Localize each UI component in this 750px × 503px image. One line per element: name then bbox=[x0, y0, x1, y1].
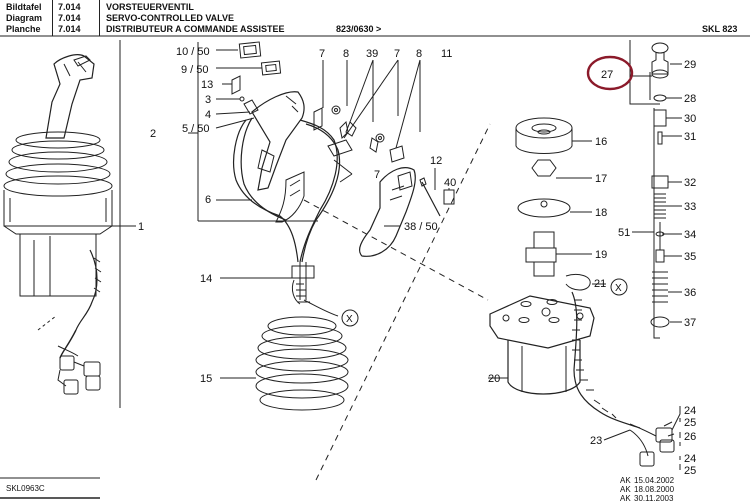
callout-15: 15 bbox=[200, 373, 212, 385]
callout-18: 18 bbox=[595, 207, 607, 219]
callout-9-50: 9 / 50 bbox=[181, 64, 209, 76]
callout-30: 30 bbox=[684, 113, 696, 125]
callout-13: 13 bbox=[201, 79, 213, 91]
callout-16: 16 bbox=[595, 136, 607, 148]
callout-33: 33 bbox=[684, 201, 696, 213]
callout-28: 28 bbox=[684, 93, 696, 105]
callout-25: 25 bbox=[684, 465, 696, 477]
callout-1: 1 bbox=[138, 221, 144, 233]
callout-8: 8 bbox=[416, 48, 422, 60]
callout-35: 35 bbox=[684, 251, 696, 263]
change-date: 15.04.2002 bbox=[634, 476, 675, 485]
callout-x: X bbox=[615, 283, 622, 294]
callout-8: 8 bbox=[343, 48, 349, 60]
callout-26: 26 bbox=[684, 431, 696, 443]
callout-14: 14 bbox=[200, 273, 212, 285]
highlight-circle bbox=[586, 55, 634, 91]
callout-19: 19 bbox=[595, 249, 607, 261]
callout-7: 7 bbox=[374, 169, 380, 181]
callout-3: 3 bbox=[205, 94, 211, 106]
callout-23: 23 bbox=[590, 435, 602, 447]
row-label: Diagram bbox=[6, 13, 43, 23]
callout-39: 39 bbox=[366, 48, 378, 60]
divider bbox=[99, 0, 100, 36]
callout-10-50: 10 / 50 bbox=[176, 46, 210, 58]
callout-4: 4 bbox=[205, 109, 211, 121]
callout-5-50: 5 / 50 bbox=[182, 123, 210, 135]
callout-7: 7 bbox=[394, 48, 400, 60]
change-tag: AK bbox=[620, 485, 631, 494]
callout-40: 40 bbox=[444, 177, 456, 189]
row-number: 7.014 bbox=[58, 13, 81, 23]
callout-20: 20 bbox=[488, 373, 500, 385]
title-block: Bildtafel 7.014 VORSTEUERVENTIL Diagram … bbox=[0, 0, 750, 36]
row-title: DISTRIBUTEUR A COMMANDE ASSISTEE bbox=[106, 24, 285, 34]
callout-24: 24 bbox=[684, 453, 696, 465]
row-title: VORSTEUERVENTIL bbox=[106, 2, 194, 12]
callout-36: 36 bbox=[684, 287, 696, 299]
reference-number: 823/0630 > bbox=[336, 24, 382, 34]
callout-7: 7 bbox=[319, 48, 325, 60]
callout-34: 34 bbox=[684, 229, 696, 241]
callout-12: 12 bbox=[430, 155, 442, 167]
row-label: Planche bbox=[6, 24, 41, 34]
callout-25: 25 bbox=[684, 417, 696, 429]
row-number: 7.014 bbox=[58, 24, 81, 34]
change-tag: AK bbox=[620, 476, 631, 485]
change-tag: AK bbox=[620, 494, 631, 503]
callout-29: 29 bbox=[684, 59, 696, 71]
row-title: SERVO-CONTROLLED VALVE bbox=[106, 13, 235, 23]
callout-51: 51 bbox=[618, 227, 630, 239]
callout-27: 27 bbox=[601, 69, 613, 81]
callout-31: 31 bbox=[684, 131, 696, 143]
callout-6: 6 bbox=[205, 194, 211, 206]
callout-37: 37 bbox=[684, 317, 696, 329]
callout-17: 17 bbox=[595, 173, 607, 185]
joystick-assembly-drawing bbox=[3, 40, 136, 408]
change-date: 30.11.2003 bbox=[634, 494, 674, 503]
model-code: SKL 823 bbox=[702, 24, 738, 34]
row-label: Bildtafel bbox=[6, 2, 42, 12]
callout-21: 21 bbox=[594, 278, 606, 290]
callout-32: 32 bbox=[684, 177, 696, 189]
divider bbox=[52, 0, 53, 36]
row-number: 7.014 bbox=[58, 2, 81, 12]
callout-2: 2 bbox=[150, 128, 156, 140]
callout-x: X bbox=[346, 314, 353, 325]
drawing-code: SKL0963C bbox=[6, 484, 45, 493]
change-date: 18.08.2000 bbox=[634, 485, 675, 494]
callout-38-50: 38 / 50 bbox=[404, 221, 438, 233]
callout-24: 24 bbox=[684, 405, 696, 417]
callout-11: 11 bbox=[441, 48, 452, 60]
